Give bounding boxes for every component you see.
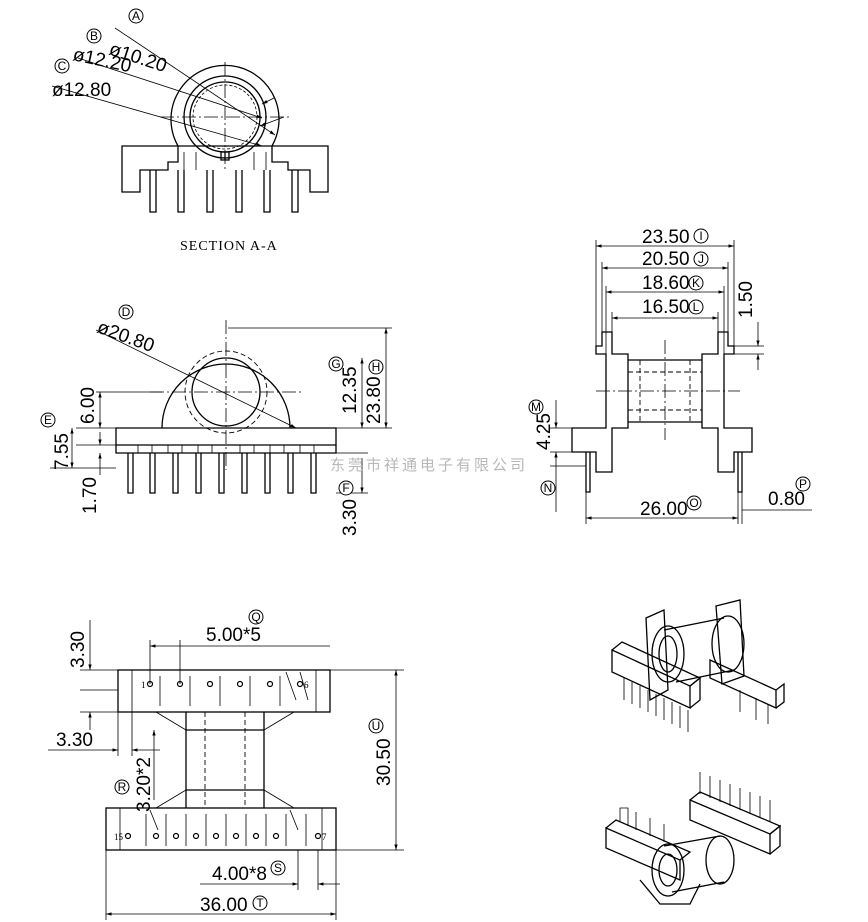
dim-U-marker: U	[368, 718, 384, 734]
dim-D-marker: D	[118, 304, 134, 320]
dim-D-value: ø20.80	[94, 317, 157, 357]
upper-pin-holes	[146, 680, 304, 688]
svg-text:F: F	[342, 481, 349, 495]
svg-text:K: K	[692, 276, 700, 290]
dim-N-marker: N	[540, 480, 556, 496]
svg-text:M: M	[531, 400, 541, 414]
dim-H-value: 23.80	[364, 376, 385, 424]
svg-text:I: I	[699, 229, 702, 243]
section-view: A ø10.20 B ø12.20 C ø12.80 SECTION A-A	[51, 8, 329, 254]
pin-number-15: 15	[114, 832, 124, 842]
pin-number-7: 7	[322, 832, 327, 842]
lower-pin-holes	[124, 832, 322, 840]
top-flange-lower	[105, 807, 337, 851]
dim-150-value: 1.50	[736, 281, 757, 318]
dim-330-side-value: 3.30	[56, 730, 93, 751]
section-pins	[149, 170, 299, 213]
dim-O-value: 26.00	[640, 499, 688, 520]
pin-number-1: 1	[141, 680, 146, 690]
svg-text:N: N	[544, 481, 553, 495]
dim-R-marker: R	[114, 779, 130, 795]
dim-T-marker: T	[252, 895, 268, 911]
isometric-view-bottom	[605, 772, 782, 905]
dim-C-marker: C	[54, 58, 70, 74]
upper-flange-slots	[131, 670, 317, 712]
front-pins	[127, 453, 317, 494]
top-flange-upper	[117, 669, 331, 713]
dim-Q-marker: Q	[248, 609, 264, 625]
svg-text:L: L	[693, 300, 700, 314]
svg-text:P: P	[799, 477, 807, 491]
svg-text:D: D	[122, 305, 131, 319]
dim-R-value: 3.20*2	[134, 757, 155, 812]
dim-K-value: 18.60	[642, 273, 690, 294]
dim-G-marker: G	[328, 356, 344, 372]
svg-text:B: B	[90, 29, 98, 43]
dim-P-marker: P	[795, 476, 811, 492]
dim-170-value: 1.70	[80, 477, 101, 514]
dim-E-value: 7.55	[52, 433, 73, 470]
svg-text:O: O	[689, 496, 698, 510]
lower-flange-slots	[119, 808, 323, 850]
dim-L-value: 16.50	[642, 297, 690, 318]
dim-M-value: 4.25	[534, 413, 555, 450]
iso2-pins	[699, 772, 771, 822]
dim-M-marker: M	[528, 399, 544, 415]
dim-330-top-value: 3.30	[68, 631, 89, 668]
dim-C-value: ø12.80	[52, 80, 111, 101]
dim-S-value: 4.00*8	[212, 864, 267, 885]
svg-text:J: J	[698, 252, 704, 266]
dim-L-marker: L	[688, 299, 704, 315]
dim-U-value: 30.50	[374, 738, 395, 786]
side-pins	[585, 452, 743, 493]
dim-H-marker: H	[368, 359, 384, 375]
iso1-pins	[623, 678, 689, 732]
svg-text:Q: Q	[251, 610, 260, 624]
svg-text:R: R	[118, 780, 127, 794]
dim-F-marker: F	[338, 480, 354, 496]
top-view: 1 6 15 7 5.00*5 Q 3.30	[48, 609, 404, 920]
dim-T-value: 36.00	[200, 895, 248, 916]
dim-P-value: 0.80	[768, 489, 805, 510]
dim-Q-value: 5.00*5	[206, 625, 261, 646]
dim-F-value: 3.30	[340, 499, 361, 536]
dim-S-marker: S	[270, 860, 286, 876]
dim-J-marker: J	[693, 251, 709, 267]
svg-text:A: A	[132, 9, 140, 23]
front-base-notches	[137, 445, 315, 453]
svg-text:U: U	[372, 719, 381, 733]
dim-600-value: 6.00	[78, 387, 99, 424]
svg-text:H: H	[372, 360, 381, 374]
svg-text:G: G	[331, 357, 340, 371]
svg-text:E: E	[44, 413, 52, 427]
svg-text:C: C	[58, 59, 67, 73]
pin-number-6: 6	[304, 680, 309, 690]
dim-K-marker: K	[688, 275, 704, 291]
front-view: D ø20.80 12.35 G 23.80 H 3.30 F 6.00 7.5…	[40, 304, 392, 536]
side-view: 23.50 I 20.50 J 18.60 K 16.50 L 1.50 4.2…	[528, 227, 812, 524]
dim-O-marker: O	[686, 495, 702, 511]
isometric-view-top	[611, 599, 785, 732]
dim-I-value: 23.50	[642, 227, 690, 248]
dim-B-marker: B	[86, 28, 102, 44]
dim-I-marker: I	[693, 228, 709, 244]
watermark: 东莞市祥通电子有限公司	[330, 457, 528, 474]
dim-E-marker: E	[40, 412, 56, 428]
dim-J-value: 20.50	[642, 249, 690, 270]
dim-G-value: 12.35	[340, 366, 361, 414]
svg-text:T: T	[256, 896, 264, 910]
dim-A-marker: A	[128, 8, 144, 24]
svg-text:S: S	[274, 861, 282, 875]
section-title: SECTION A-A	[180, 239, 278, 254]
